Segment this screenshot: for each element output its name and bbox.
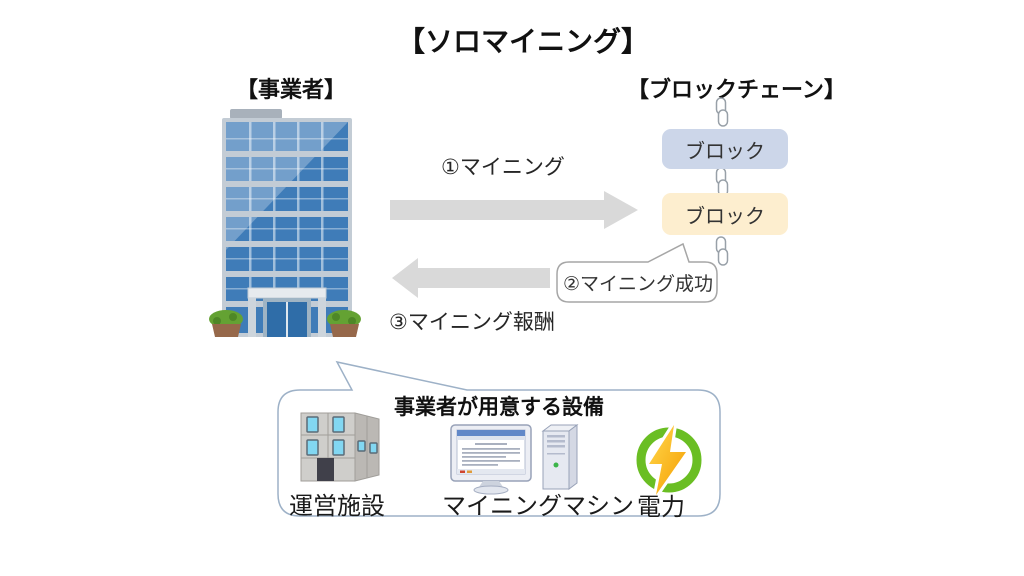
blockchain-label: 【ブロックチェーン】 (627, 77, 846, 102)
facility-building-icon (300, 412, 380, 482)
chain-link-icon (715, 97, 729, 127)
block-node-top: ブロック (662, 129, 788, 169)
step1-mining-text: ①マイニング (441, 156, 565, 179)
step2-success-text: ②マイニング成功 (562, 273, 714, 295)
office-building-illustration (209, 109, 361, 337)
page-title: 【ソロマイニング】 (397, 26, 650, 57)
operator-label: 【事業者】 (236, 77, 347, 102)
chain-link-icon (715, 236, 729, 266)
mining-machine-icon (450, 424, 579, 495)
block-label: ブロック (685, 140, 765, 163)
left-arrow (392, 258, 550, 298)
electric-power-icon (636, 423, 702, 498)
equipment-label-facility: 運営施設 (289, 493, 385, 520)
success-callout-bubble (556, 242, 718, 303)
block-label: ブロック (685, 205, 765, 228)
bush-left (209, 310, 243, 337)
equipment-label-power: 電力 (637, 494, 685, 521)
right-arrow (390, 191, 638, 229)
equipment-title: 事業者が用意する設備 (394, 396, 604, 419)
block-node-bottom: ブロック (662, 193, 788, 235)
bush-right (327, 310, 361, 337)
step3-reward-text: ③マイニング報酬 (389, 311, 555, 334)
equipment-label-machine: マイニングマシン (442, 493, 634, 520)
